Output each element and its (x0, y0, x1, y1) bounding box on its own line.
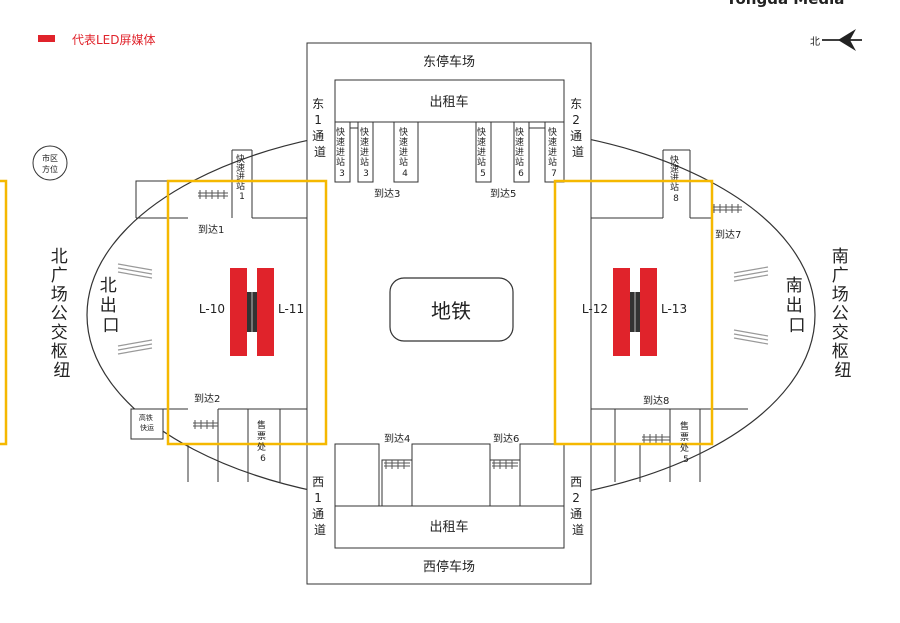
south-exit-stairs-icon (733, 266, 769, 345)
fast-gate-box (393, 121, 419, 183)
west-2-channel-label: 西 2 通 道 (570, 475, 586, 537)
taxi-area-bottom (334, 505, 565, 549)
legend-led-swatch (38, 35, 55, 42)
arrival-1-label: 到达1 (198, 224, 224, 236)
screen-l10-label: L-10 (199, 302, 225, 316)
city-direction-line2: 方位 (42, 164, 58, 174)
turnstile-icon (642, 434, 670, 443)
turnstile-icon (193, 420, 218, 429)
led-screen-l12[interactable] (613, 268, 630, 356)
arrival-box (411, 443, 491, 507)
south-concourse-top (590, 149, 712, 219)
ticket-office-6-label: 售 票 处 6 (257, 419, 269, 464)
arrival-5-label: 到达5 (490, 188, 516, 200)
south-exit-label: 南 出 口 (786, 276, 808, 336)
turnstile-icon (712, 204, 742, 213)
fast-gate-8-label: 快 速 进 站 8 (670, 154, 682, 204)
fast-gate-box (357, 121, 374, 183)
screen-l11-label: L-11 (278, 302, 304, 316)
fast-gate-1-label: 快 速 进 站 1 (236, 153, 248, 202)
metro-box[interactable] (389, 277, 514, 342)
east-2-channel-label: 东 2 通 道 (570, 97, 586, 159)
arrival-2-label: 到达2 (194, 393, 220, 405)
metro-label: 地铁 (431, 299, 471, 323)
legend-label: 代表LED屏媒体 (72, 33, 156, 47)
turnstile-icon (492, 460, 518, 469)
fast-gate-4-label: 快 速 进 站 4 (399, 126, 411, 179)
east-parking-label: 东停车场 (423, 54, 475, 70)
screen-l13-label: L-13 (661, 302, 687, 316)
north-concourse-bottom (163, 408, 308, 482)
ticket-office-5-label: 售 票 处 5 (680, 420, 692, 465)
fast-gate-3b-label: 快 速 进 站 3 (360, 126, 372, 179)
city-direction-badge (32, 145, 68, 181)
fast-gate-5-label: 快 速 进 站 5 (477, 126, 489, 179)
hsr-express-label: 高铁 快运 (139, 413, 155, 432)
arrival-6-label: 到达6 (493, 433, 519, 445)
arrival-7-label: 到达7 (715, 229, 741, 241)
turnstile-icon (198, 190, 228, 199)
fast-gate-7-label: 快 速 进 站 7 (548, 126, 560, 179)
compass-label: 北 (810, 36, 820, 48)
fast-gate-box (334, 121, 351, 183)
highlight-zone-south (553, 179, 714, 446)
arrival-box (489, 459, 521, 507)
east-1-channel-label: 东 1 通 道 (312, 97, 328, 159)
west-1-channel-label: 西 1 通 道 (312, 475, 328, 537)
turnstile-icon (384, 460, 410, 469)
taxi-bottom-label: 出租车 (429, 519, 468, 535)
south-concourse-bottom (590, 408, 748, 482)
led-screen-l10[interactable] (230, 268, 247, 356)
screen-l12-label: L-12 (582, 302, 608, 316)
taxi-area-top (334, 79, 565, 123)
compass-north-arrow-icon (822, 29, 862, 51)
arrival-3-label: 到达3 (374, 188, 400, 200)
highlight-zone-north (166, 179, 328, 446)
west-parking-label: 西停车场 (423, 559, 475, 575)
led-screen-l13[interactable] (640, 268, 657, 356)
highlight-zone-edge (0, 179, 8, 446)
hsr-express-box (130, 408, 164, 440)
arrival-4-label: 到达4 (384, 433, 410, 445)
arrival-box (334, 443, 380, 507)
fast-gate-6-label: 快 速 进 站 6 (515, 126, 527, 179)
led-screen-pair-south[interactable] (613, 268, 657, 356)
led-screen-l11[interactable] (257, 268, 274, 356)
arrival-8-label: 到达8 (643, 395, 669, 407)
fast-gate-box (513, 121, 530, 183)
south-bus-hub-label: 南 广 场 公 交 枢 纽 (832, 247, 854, 381)
fast-gate-3a-label: 快 速 进 站 3 (336, 126, 348, 179)
led-screen-pair-north[interactable] (230, 268, 274, 356)
fast-gate-box (475, 121, 492, 183)
arrival-box (519, 443, 565, 507)
north-bus-hub-label: 北 广 场 公 交 枢 纽 (51, 247, 73, 381)
north-exit-label: 北 出 口 (100, 276, 122, 336)
taxi-top-label: 出租车 (429, 94, 468, 110)
city-direction-line1: 市区 (42, 153, 58, 163)
brand-name: Yongda Media (725, 0, 844, 8)
north-exit-stairs-icon (117, 263, 153, 355)
